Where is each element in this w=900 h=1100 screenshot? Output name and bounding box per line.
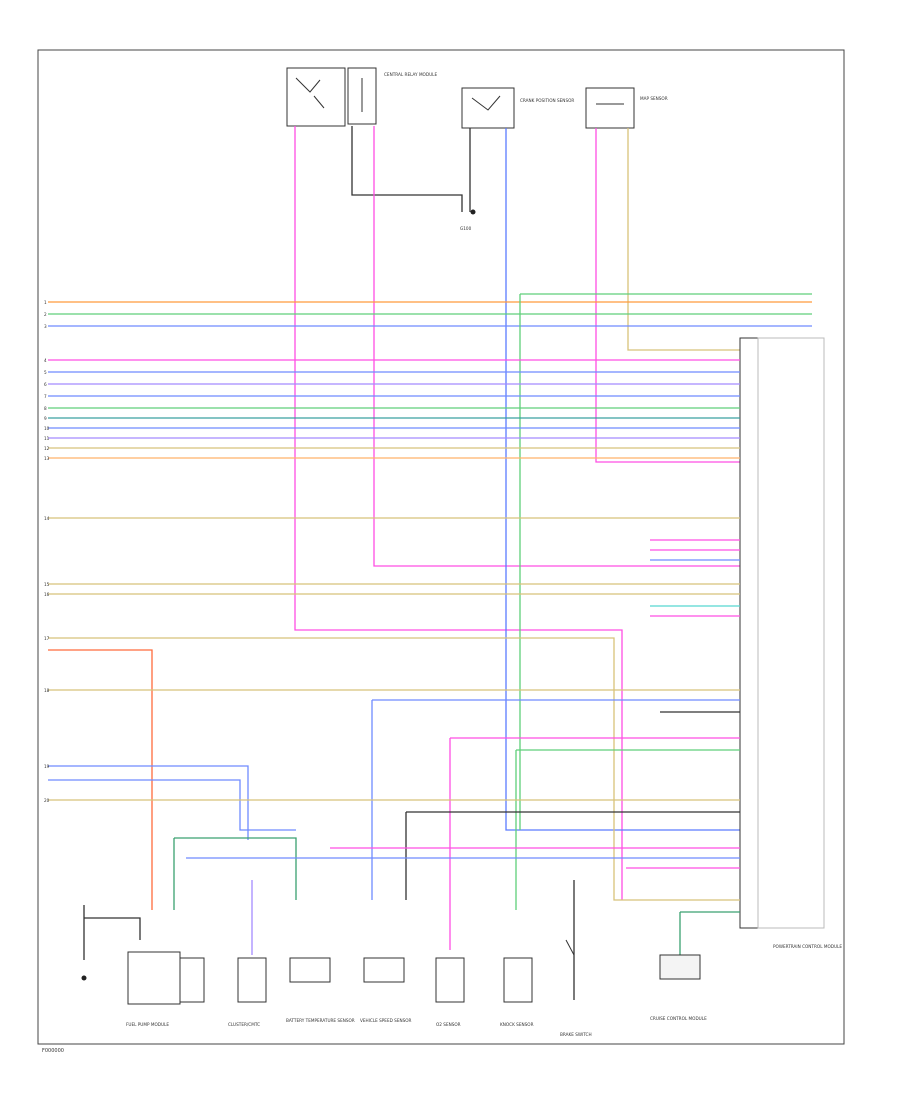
cruise-module-label: CRUISE CONTROL MODULE — [650, 1016, 707, 1021]
pin-15: 15 — [44, 582, 50, 587]
fuel-pump-module: FUEL PUMP MODULE — [126, 951, 205, 1027]
wire-pink-map — [595, 128, 742, 463]
pcm-connector: POWERTRAIN CONTROL MODULE — [739, 337, 842, 949]
pin-7: 7 — [44, 394, 47, 399]
wire-dark-g2 — [84, 917, 141, 940]
cluster-cmtc: CLUSTER/CMTC — [228, 957, 267, 1027]
pcm-label: POWERTRAIN CONTROL MODULE — [773, 944, 842, 949]
speed-sensor-label: VEHICLE SPEED SENSOR — [360, 1018, 412, 1023]
cruise-control-module: CRUISE CONTROL MODULE — [650, 954, 707, 1021]
brake-switch: BRAKE SWITCH — [560, 939, 592, 1037]
pin-5: 5 — [44, 370, 47, 375]
pin-13: 13 — [44, 456, 50, 461]
fuel-pump-label: FUEL PUMP MODULE — [126, 1022, 169, 1027]
battery-temp-sensor: BATTERY TEMPERATURE SENSOR — [286, 957, 355, 1023]
pin-9: 9 — [44, 416, 47, 421]
ground-label: G100 — [460, 226, 472, 231]
crank-sensor-label: CRANK POSITION SENSOR — [520, 98, 574, 103]
pin-8: 8 — [44, 406, 47, 411]
pin-4: 4 — [44, 358, 47, 363]
wire-pink-relay2 — [373, 126, 742, 567]
pin-2: 2 — [44, 312, 47, 317]
wire-orange-low — [48, 649, 153, 910]
wire-tan-low — [48, 637, 740, 901]
wire-tan-map — [627, 128, 742, 351]
vehicle-speed-sensor: VEHICLE SPEED SENSOR — [360, 957, 412, 1023]
wire-green-fuel — [174, 837, 297, 900]
pin-12: 12 — [44, 446, 50, 451]
pin-16: 16 — [44, 592, 50, 597]
pin-18: 18 — [44, 688, 50, 693]
map-sensor-label: MAP SENSOR — [640, 96, 668, 101]
cluster-label: CLUSTER/CMTC — [228, 1022, 260, 1027]
pin-19: 19 — [44, 764, 50, 769]
pin-3: 3 — [44, 324, 47, 329]
knock-sensor-label: KNOCK SENSOR — [500, 1022, 534, 1027]
pin-14: 14 — [44, 516, 50, 521]
brake-switch-label: BRAKE SWITCH — [560, 1032, 592, 1037]
wire-blue-left1 — [48, 765, 249, 840]
pin-11: 11 — [44, 436, 50, 441]
o2-sensor: O2 SENSOR — [435, 957, 465, 1027]
pin-10: 10 — [44, 426, 50, 431]
wire-blue-crank — [505, 128, 742, 831]
ground-point-bottom — [81, 975, 87, 981]
knock-sensor: KNOCK SENSOR — [500, 957, 534, 1027]
diagram-frame — [37, 49, 845, 1045]
pin-20: 20 — [44, 798, 50, 803]
map-sensor: MAP SENSOR — [585, 87, 668, 129]
o2-sensor-label: O2 SENSOR — [436, 1022, 461, 1027]
crank-position-sensor: CRANK POSITION SENSOR — [461, 87, 574, 129]
central-relay-label: CENTRAL RELAY MODULE — [384, 72, 437, 77]
footer-code: F000000 — [42, 1048, 64, 1054]
pin-1: 1 — [44, 300, 47, 305]
wire-blue-left2 — [48, 779, 296, 831]
pin-6: 6 — [44, 382, 47, 387]
left-pin-labels: 1 2 3 4 5 6 7 8 9 10 11 12 13 14 15 16 1… — [44, 300, 50, 803]
ground-point-top: G100 — [460, 209, 476, 231]
central-relay-module: CENTRAL RELAY MODULE — [286, 67, 437, 127]
battery-sensor-label: BATTERY TEMPERATURE SENSOR — [286, 1018, 355, 1023]
wire-pink-relay — [294, 126, 623, 900]
wire-dark-relay — [351, 126, 463, 212]
pin-17: 17 — [44, 636, 50, 641]
